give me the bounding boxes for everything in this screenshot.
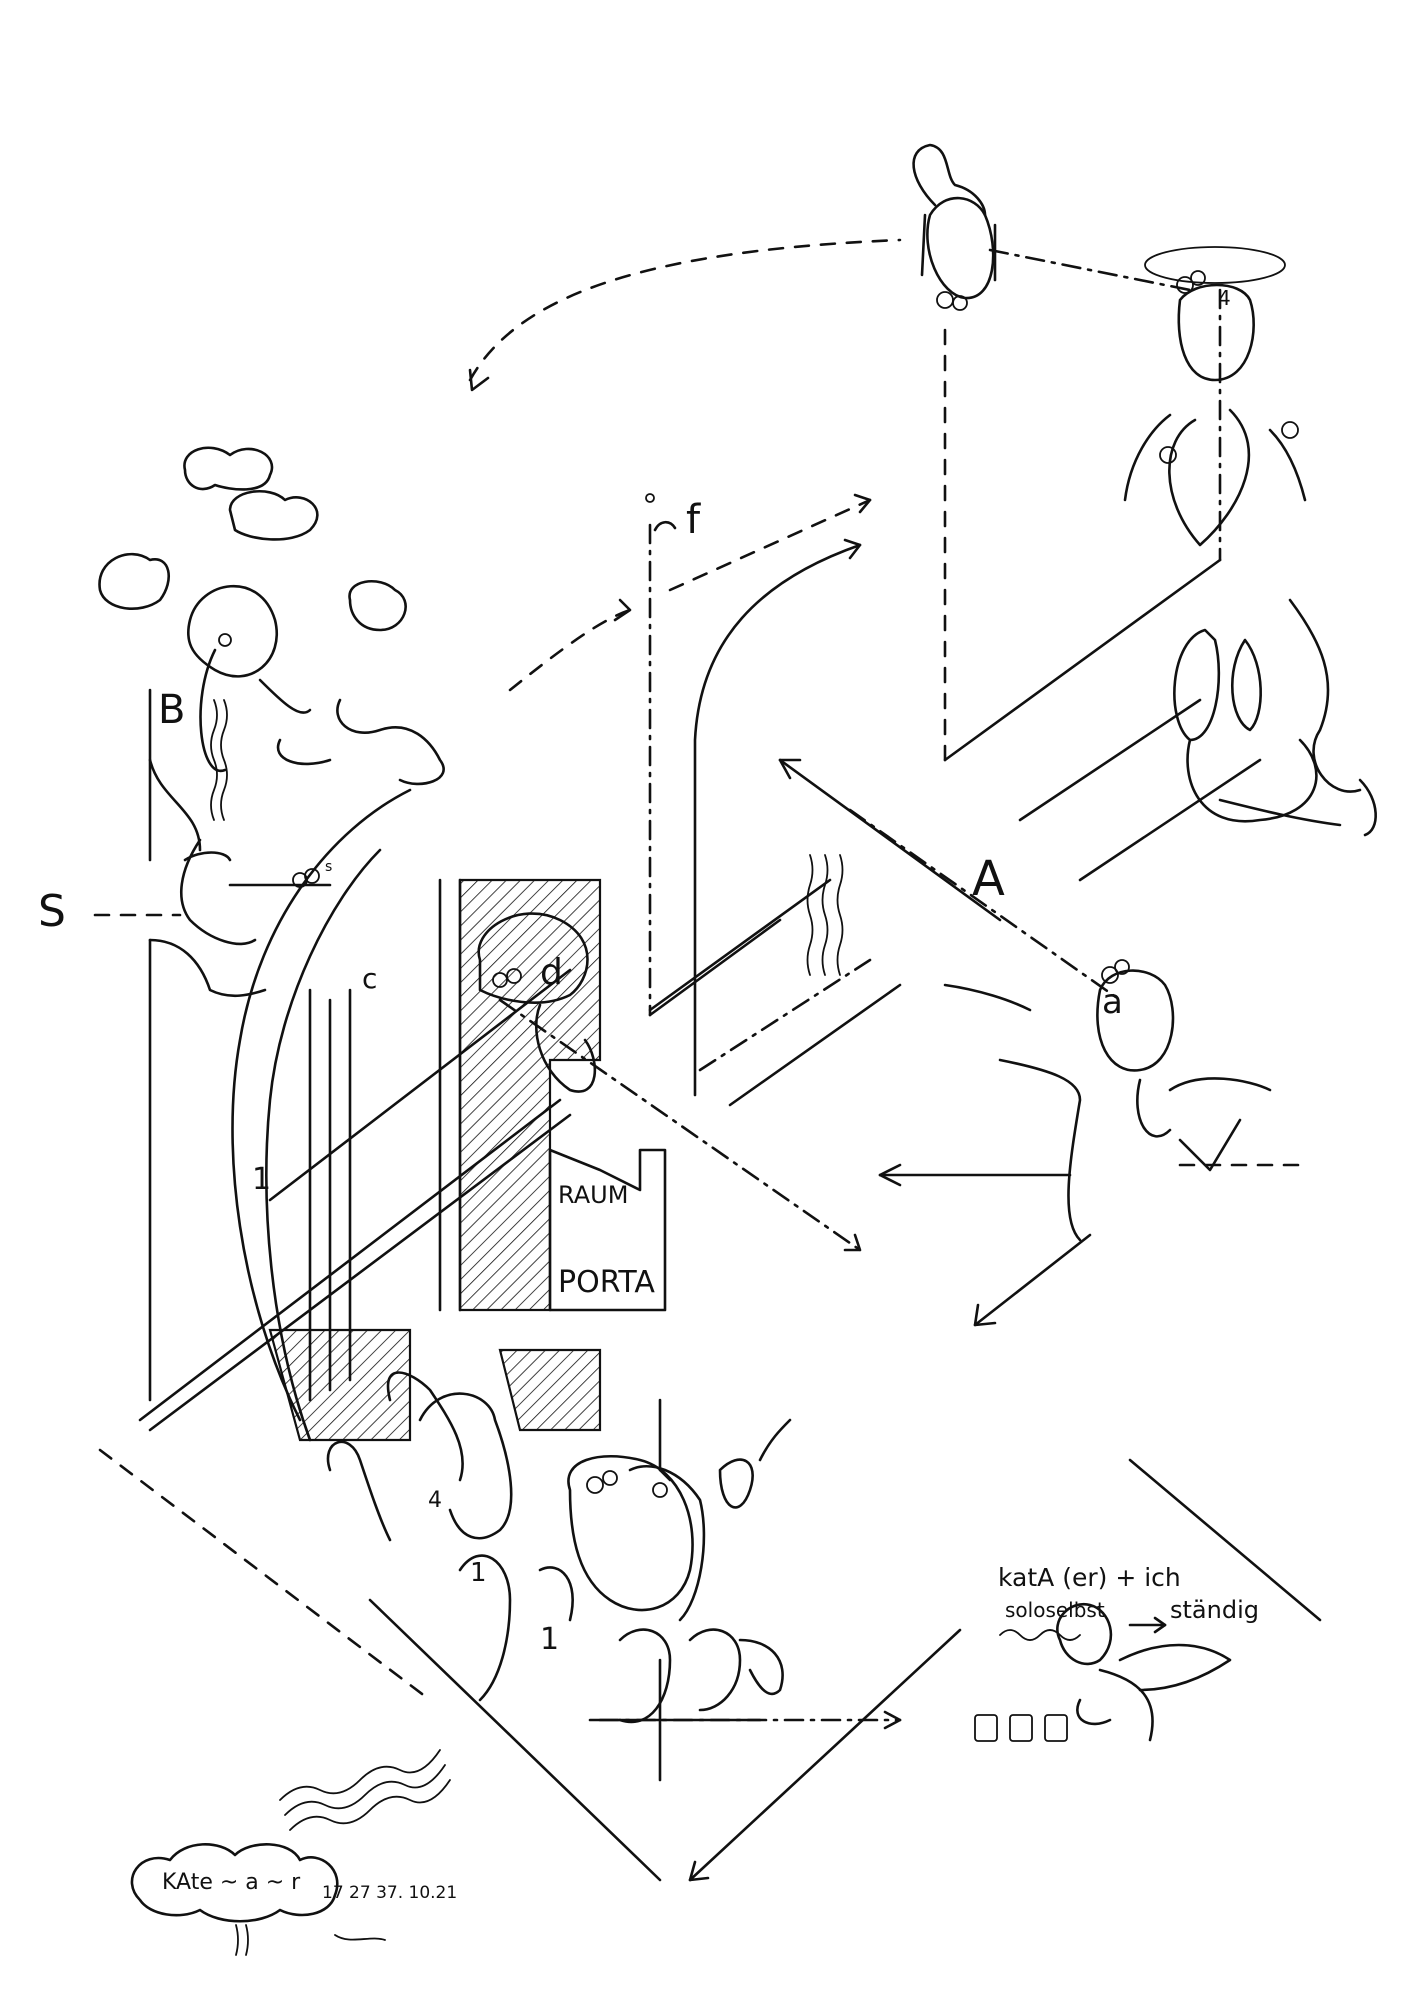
label-porta: PORTA [558,1265,655,1300]
figure-a [943,959,1272,1242]
signature-date: 17 27 37. 10.21 [322,1883,458,1903]
curved-panel [231,788,412,1422]
door-box [548,1148,667,1312]
label-1-a: 1 [252,1162,272,1197]
wavy-lines [279,1749,441,1801]
wavy-underline [999,1629,1081,1641]
top-arc [468,238,902,382]
label-d: d [540,952,563,993]
signature-cloud [130,1843,339,1923]
label-small-a: a [1102,982,1123,1022]
label-big-a: A [972,851,1005,907]
label-4-top: 4 [1218,286,1231,310]
label-raum: RAUM [558,1181,629,1209]
hatched-window [458,878,602,1312]
label-4-left: 4 [428,1488,442,1513]
label-b: B [158,687,186,733]
right-figure [1173,598,1377,837]
top-bird-figure [912,143,997,311]
label-1-c: 1 [470,1558,487,1588]
annotation-line-2a: soloselbst [1005,1598,1105,1622]
label-small-s: s [325,859,333,875]
label-f: f [686,497,701,543]
annotation-line-2b: ständig [1170,1596,1259,1624]
signature-name: KAte ~ a ~ r [162,1870,301,1895]
diagonal-arrow-upper [778,758,1002,922]
annotation-line-1: katA (er) + ich [998,1563,1181,1592]
top-arc-arrowhead [468,368,490,392]
label-1-b: 1 [540,1622,560,1657]
label-c: c [362,962,378,995]
crowd-figures [326,1371,792,1724]
halo-figure [1123,246,1307,562]
label-s: S [38,886,66,937]
figure-d [477,912,597,1093]
left-tree [98,446,445,821]
bottom-right-figure [974,1602,1232,1742]
